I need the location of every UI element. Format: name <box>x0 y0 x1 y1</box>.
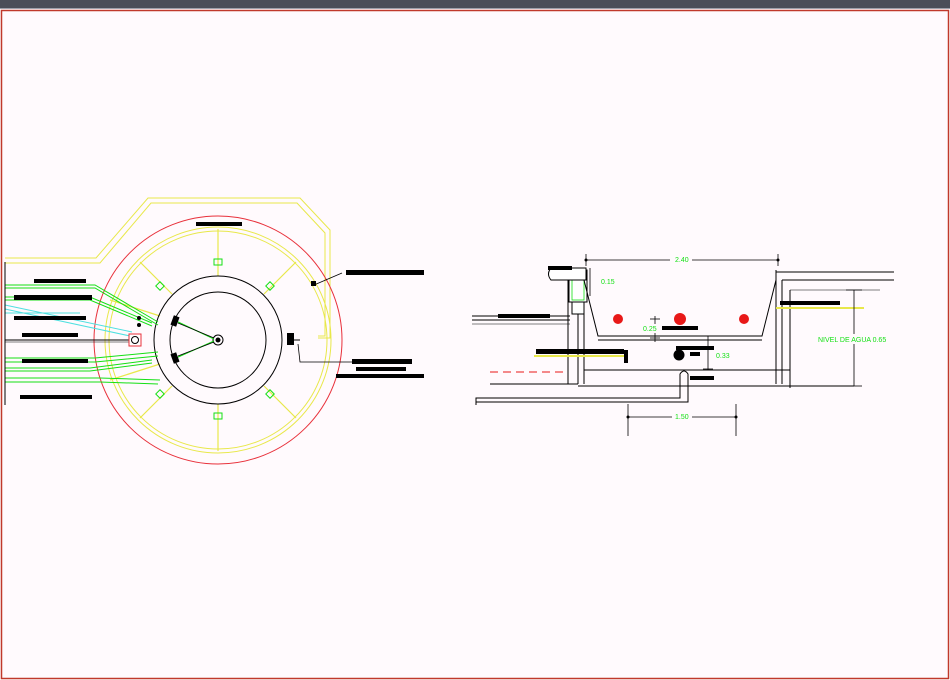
section-dim-overall-tick-l <box>584 258 588 262</box>
section-dim-mid-text: 0.25 <box>643 326 657 333</box>
plan-connectors <box>155 258 275 420</box>
plan-outer-wall-inner <box>5 202 326 337</box>
section-nozzle-3 <box>739 314 749 324</box>
section-dim-mid-bg <box>640 324 660 333</box>
fountain-plan-view[interactable] <box>4 197 424 465</box>
section-dim-top-text: 0.15 <box>601 279 615 286</box>
plan-valve-box <box>128 333 142 347</box>
window-top-bar <box>0 0 950 8</box>
plan-spray-lines-black <box>177 322 215 357</box>
sheet-border <box>0 9 950 680</box>
plan-fitting-leader <box>313 272 343 286</box>
section-dim-overall-bg <box>670 255 692 264</box>
section-dim-base-text: 1.50 <box>675 414 689 421</box>
section-drain-pipe <box>475 370 689 403</box>
section-dim-overall-text: 2.40 <box>675 257 689 264</box>
section-dim-lower-text: 0.33 <box>716 353 730 360</box>
section-dim-base-tick-l <box>626 415 630 419</box>
plan-fitting <box>311 281 316 286</box>
plan-center-nozzle <box>212 334 224 346</box>
fountain-section-view[interactable]: 2.40 0.15 0.25 0.33 <box>472 254 894 436</box>
section-basin <box>583 279 777 337</box>
plan-basin-outer <box>153 275 283 405</box>
section-nozzle-2 <box>674 313 686 325</box>
plan-pump-right <box>287 333 294 345</box>
plan-drain-1 <box>137 316 141 320</box>
section-dim-overall-tick-r <box>776 258 780 262</box>
section-label-bars <box>498 266 840 380</box>
plan-drain-2 <box>137 323 141 327</box>
section-pump <box>673 349 685 361</box>
section-dim-lower <box>703 336 713 370</box>
section-pump-block <box>624 350 628 363</box>
plan-outer-wall <box>5 197 331 339</box>
plan-basin-inner <box>169 291 267 389</box>
section-dim-base-tick-r <box>734 415 738 419</box>
plan-label-bars <box>14 222 424 399</box>
plan-center-nozzle-core <box>215 337 221 343</box>
window-top-bar-edge <box>0 8 950 9</box>
plan-pump-lower <box>170 352 180 364</box>
section-nozzle-1 <box>613 314 623 324</box>
section-dim-base-bg <box>672 412 692 421</box>
plan-spray-lines <box>175 320 215 359</box>
section-skimmer-body <box>571 301 585 315</box>
section-water-level-label: NIVEL DE AGUA 0.65 <box>818 337 886 344</box>
section-water-level-bg <box>816 334 892 344</box>
plan-valve <box>131 336 139 344</box>
section-right-wall <box>775 270 791 388</box>
plan-pump-upper <box>170 315 180 327</box>
